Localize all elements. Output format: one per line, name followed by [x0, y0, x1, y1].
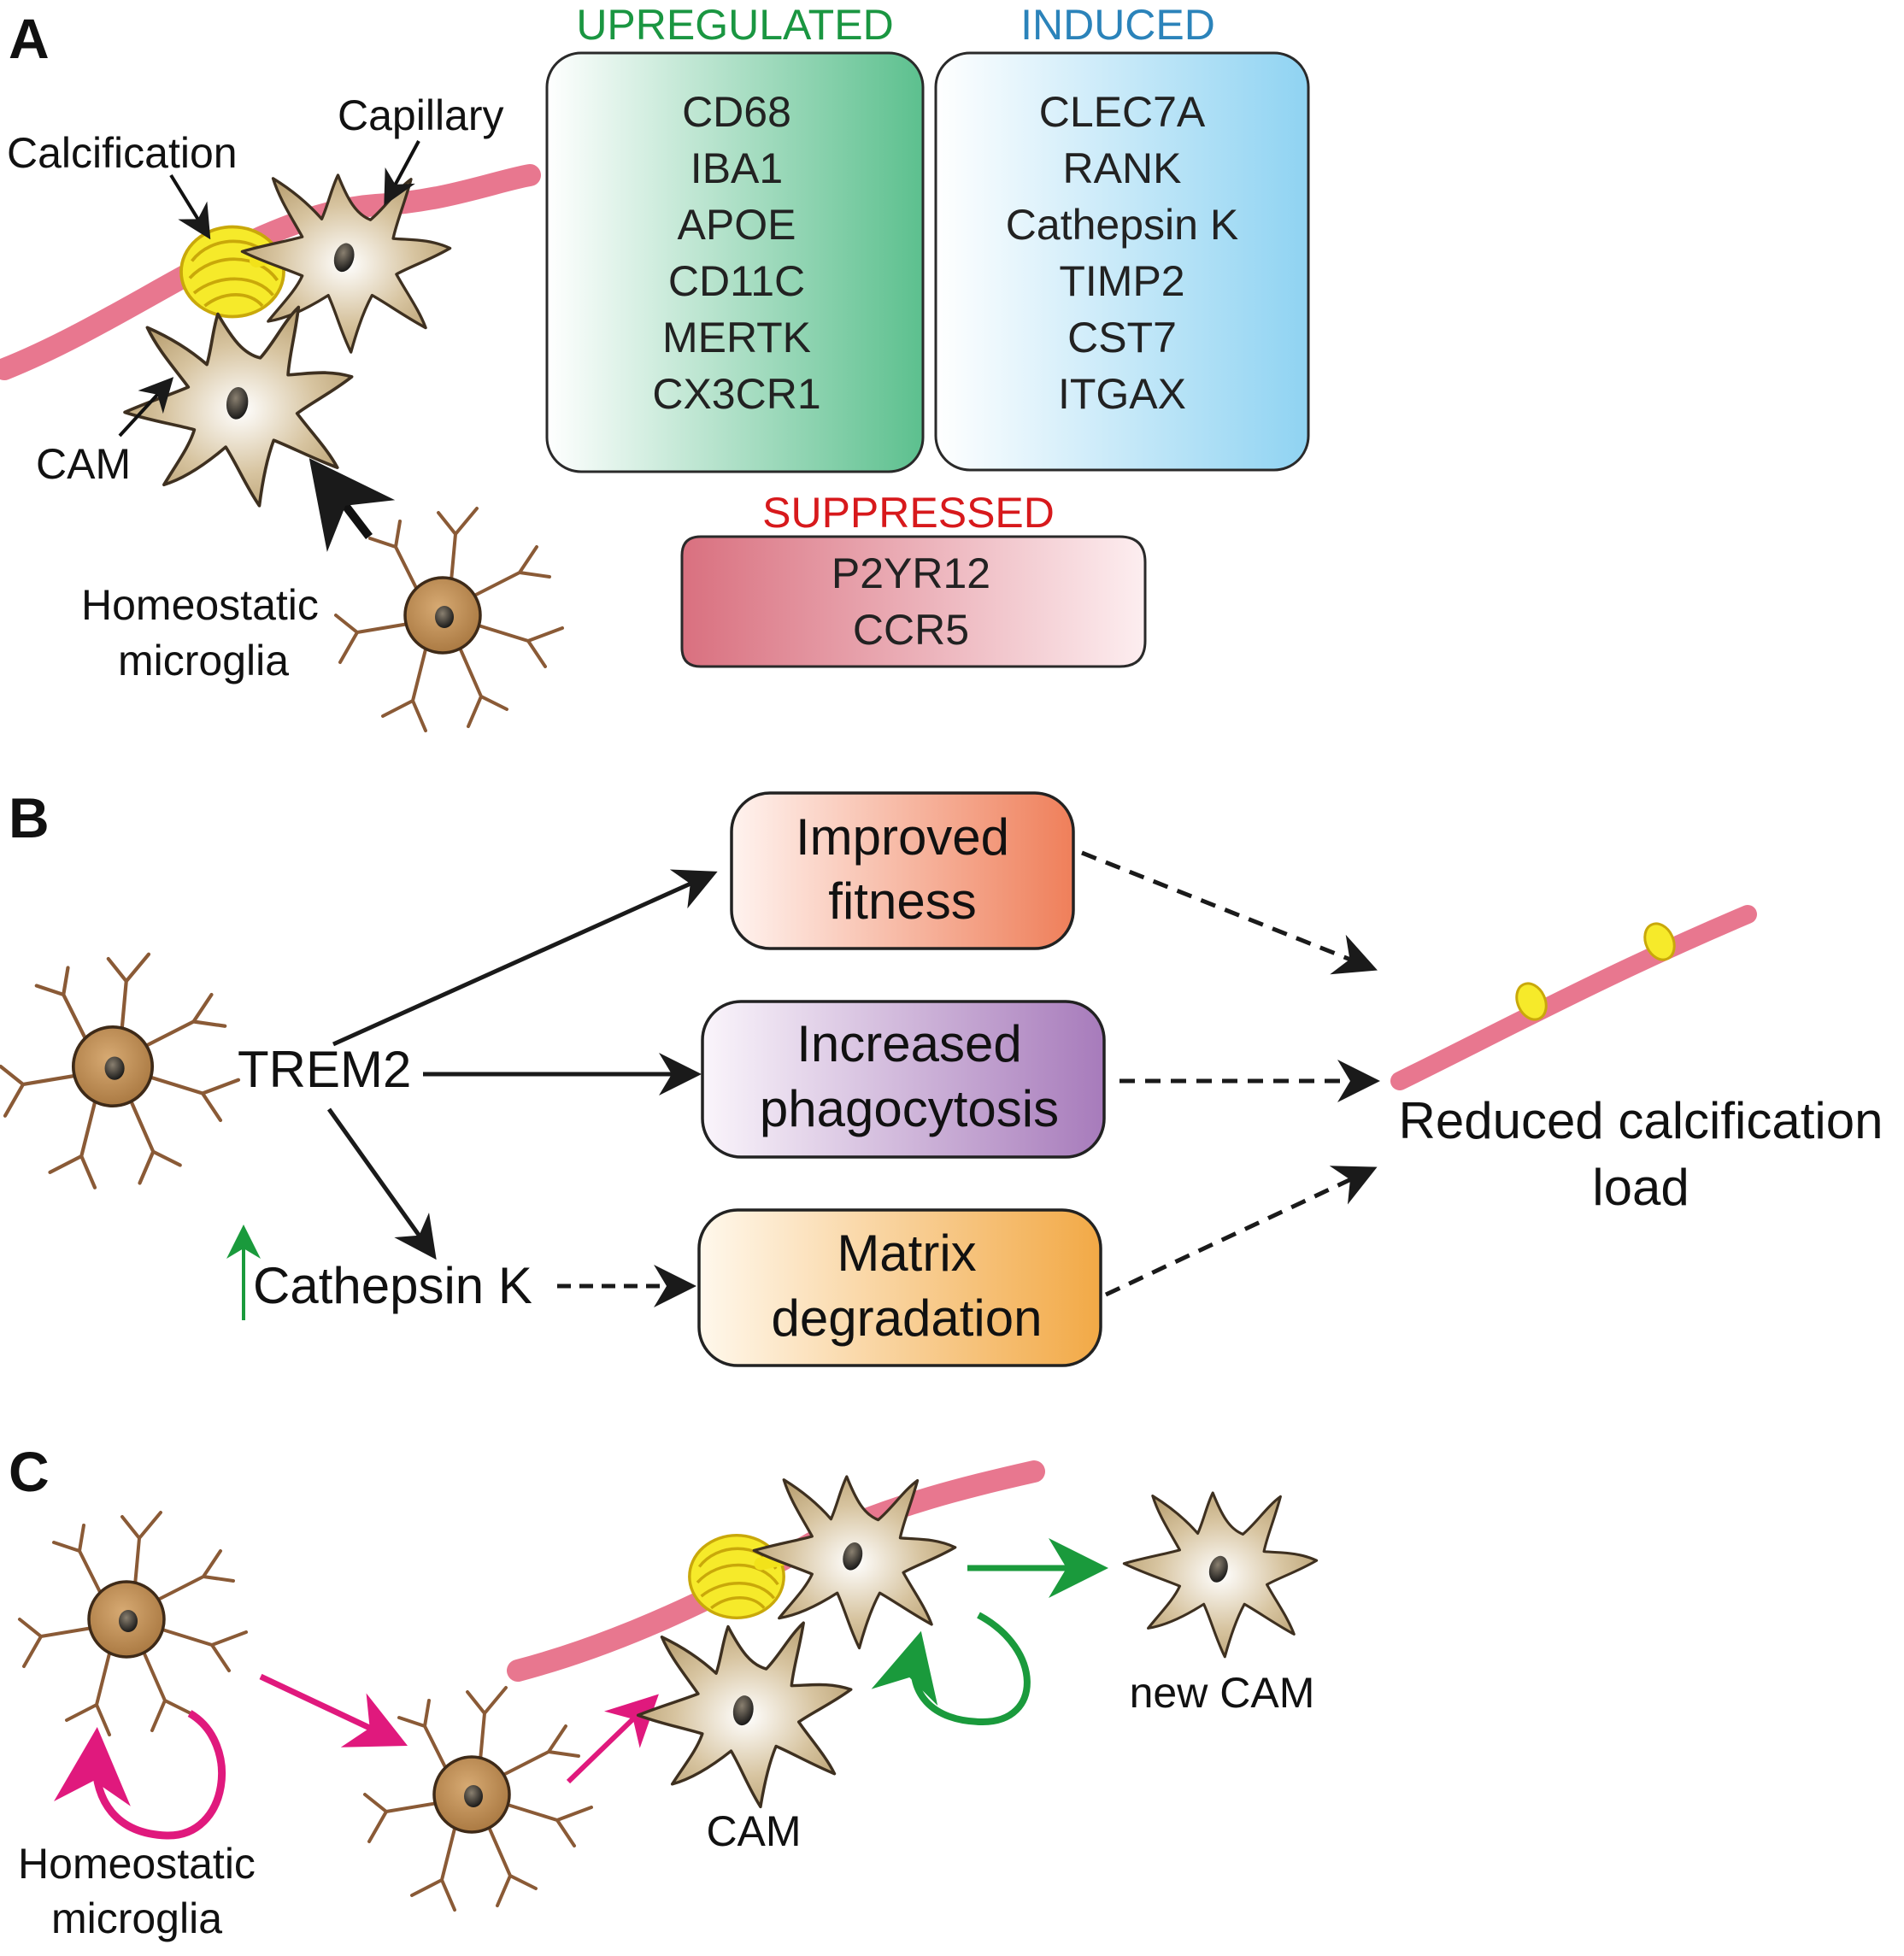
upregulated-gene: CD11C — [668, 257, 805, 305]
panel-c-letter: C — [9, 1440, 50, 1503]
calcification-pointer-arrow — [169, 173, 211, 240]
suppressed-gene: P2YR12 — [832, 549, 990, 597]
calcification-label: Calcification — [7, 129, 238, 177]
suppressed-gene: CCR5 — [853, 606, 969, 654]
microglia-cell-b — [1, 955, 238, 1188]
suppressed-title: SUPPRESSED — [762, 489, 1055, 537]
cathepsin-k-label: Cathepsin K — [253, 1257, 532, 1314]
increased-phagocytosis-line1: Increased — [796, 1015, 1022, 1072]
cam-pointer-arrow — [118, 377, 174, 438]
panel-c: C Homeostatic microglia CAM new CAM — [9, 1440, 1319, 1942]
microglia-cell-c-middle — [363, 1686, 593, 1912]
improved-fitness-box — [730, 791, 1075, 950]
induced-gene: CLEC7A — [1039, 88, 1206, 136]
homeostatic-label-a-line1: Homeostatic — [81, 581, 319, 629]
matrix-degradation-line1: Matrix — [837, 1225, 976, 1282]
increased-phagocytosis-box — [701, 1000, 1106, 1159]
upregulated-gene: APOE — [678, 201, 796, 249]
homeostatic-label-c-line1: Homeostatic — [18, 1840, 256, 1888]
outcome-label-line2: load — [1592, 1159, 1689, 1216]
matrix-degradation-line2: degradation — [772, 1289, 1043, 1347]
matrix-to-outcome-arrow — [1104, 1166, 1378, 1297]
upregulated-gene: MERTK — [662, 314, 811, 361]
upregulated-gene: CX3CR1 — [652, 370, 820, 418]
homeostatic-self-renewal-arrow — [54, 1710, 226, 1840]
upregulated-gene: IBA1 — [690, 144, 783, 192]
trem2-label: TREM2 — [238, 1041, 411, 1098]
improved-fitness-line2: fitness — [828, 872, 976, 930]
cam-self-renewal-arrow — [871, 1612, 1031, 1726]
homeostatic-microglia-cell-a — [334, 507, 564, 732]
microglia-to-cam-arrow-c — [566, 1694, 659, 1784]
small-calcification-1 — [1515, 982, 1548, 1021]
induced-gene: RANK — [1063, 144, 1182, 192]
panel-b: B TREM2 Cathepsin K Improved fitness Inc… — [1, 786, 1883, 1367]
increased-phagocytosis-line2: phagocytosis — [760, 1080, 1059, 1137]
small-calcification-2 — [1643, 922, 1676, 961]
microglia-to-cam-arrow — [309, 458, 396, 552]
induced-gene: CST7 — [1067, 314, 1177, 361]
fitness-to-outcome-arrow — [1081, 850, 1378, 975]
panel-b-letter: B — [9, 786, 50, 849]
cam-label-c: CAM — [706, 1807, 801, 1855]
trem2-to-cathepsin-arrow — [326, 1107, 437, 1260]
induced-gene: ITGAX — [1058, 370, 1186, 418]
new-cam-label: new CAM — [1130, 1669, 1315, 1717]
capillary-label: Capillary — [338, 91, 504, 139]
matrix-degradation-box — [697, 1208, 1102, 1367]
proliferation-arrow — [259, 1673, 408, 1747]
calcification-deposit — [179, 225, 285, 319]
induced-box — [934, 51, 1310, 472]
panel-a-letter: A — [9, 7, 50, 70]
capillary-reduced-calcification — [1390, 905, 1757, 1090]
induced-gene: TIMP2 — [1059, 257, 1184, 305]
capillary-vessel — [0, 164, 541, 380]
induced-gene: Cathepsin K — [1006, 201, 1238, 249]
cam-label: CAM — [36, 440, 131, 488]
cam-cell-c-lower — [628, 1612, 864, 1820]
capillary-pointer-arrow — [384, 140, 420, 206]
upregulated-title: UPREGULATED — [576, 1, 893, 49]
trem2-to-fitness-arrow — [332, 869, 718, 1047]
new-cam-cell — [1122, 1491, 1319, 1659]
homeostatic-label-a-line2: microglia — [118, 637, 289, 684]
panel-a: A Calcification Capillary CAM Homeostati… — [0, 1, 1310, 732]
improved-fitness-line1: Improved — [796, 808, 1009, 866]
homeostatic-microglia-cell-c — [18, 1511, 248, 1736]
homeostatic-label-c-line2: microglia — [51, 1894, 222, 1942]
upregulated-box — [545, 51, 925, 473]
upregulated-gene: CD68 — [682, 88, 791, 136]
induced-title: INDUCED — [1020, 1, 1215, 49]
outcome-label-line1: Reduced calcification — [1399, 1092, 1883, 1149]
suppressed-box — [680, 535, 1147, 668]
